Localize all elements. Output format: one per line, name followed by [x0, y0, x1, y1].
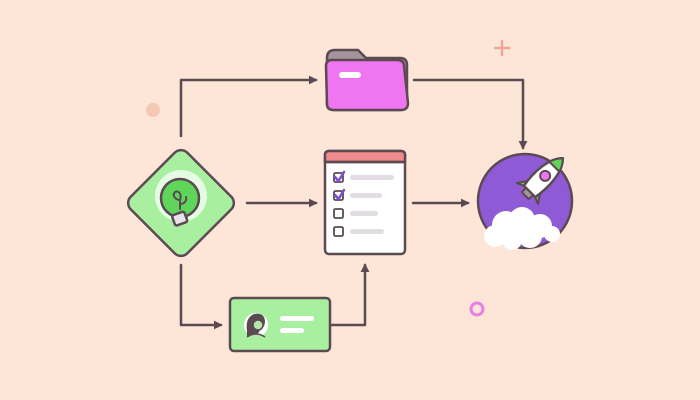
checklist-node: [323, 149, 407, 256]
checklist-items: [333, 170, 394, 237]
dot-decoration: [146, 103, 160, 117]
checklist-item: [333, 188, 382, 201]
connector-idea-to-profile: [179, 263, 223, 330]
lightbulb-icon: [155, 170, 207, 227]
avatar-icon: [244, 313, 268, 338]
connector-profile-to-checklist: [328, 263, 370, 327]
checkmark-icon: [333, 188, 346, 201]
connector-idea-to-folder: [179, 75, 318, 138]
checklist-header: [323, 149, 407, 164]
checklist-item: [333, 226, 384, 237]
checklist-item: [333, 208, 378, 219]
connector-folder-to-launch: [412, 78, 528, 150]
checklist-item: [333, 170, 394, 183]
plus-decoration: [493, 39, 511, 57]
idea-node: [126, 148, 236, 258]
cloud-puff: [484, 207, 560, 250]
folder-node: [324, 48, 410, 112]
profile-card-node: [228, 296, 332, 353]
folder-icon: [324, 48, 410, 112]
connectors: [179, 75, 528, 330]
ring-decoration: [469, 301, 485, 317]
checkmark-icon: [333, 170, 346, 183]
rocket-icon: [515, 156, 565, 206]
launch-node: [476, 152, 574, 250]
